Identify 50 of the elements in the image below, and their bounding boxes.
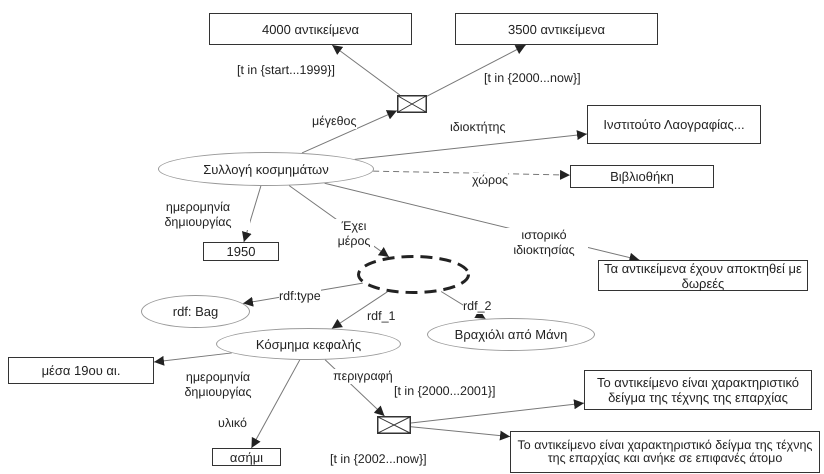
node-text: 4000 αντικείμενα [262, 22, 360, 36]
box-node [203, 242, 279, 261]
arrow [302, 110, 398, 154]
edge-label: [t in {2000...now}] [484, 71, 581, 86]
crossed-box [397, 95, 427, 113]
box-node [587, 105, 761, 144]
node-text: Συλλογή κοσμημάτων [203, 162, 329, 176]
edge-label: rdf:type [279, 289, 321, 304]
node-text: Τα αντικείμενα έχουν αποκτηθεί με δωρεές [603, 260, 803, 290]
box-node [212, 448, 281, 466]
box-node [510, 431, 820, 473]
arrow [410, 399, 584, 424]
edge-label: Έχει μέρος [334, 219, 374, 249]
arrow [242, 185, 262, 242]
box-node [584, 370, 812, 410]
arrow [332, 44, 400, 96]
arrow [372, 170, 570, 180]
edge-label: [t in {start...1999}] [237, 63, 335, 78]
edge-label: [t in {2000...2001}] [394, 384, 496, 399]
node-text: Το αντικείμενο είναι χαρακτηριστικό δείγμα της τέχνης της επαρχίας και ανήκε σε επιφανές άτομο [516, 439, 814, 465]
ellipse-node [141, 295, 250, 328]
arrow [250, 359, 300, 448]
node-text: Το αντικείμενο είναι χαρακτηριστικό δείγμα της τέχνης της επαρχίας [596, 375, 800, 405]
node-text: rdf: Bag [172, 304, 218, 319]
box-node [8, 357, 154, 384]
node-text: Ινστιτούτο Λαογραφίας... [603, 117, 745, 132]
node-text: ασήμι [230, 450, 264, 464]
box-node [455, 13, 658, 45]
node-text: μέσα 19ου αι. [42, 363, 120, 378]
node-text: Βραχιόλι από Μάνη [454, 327, 568, 342]
edge-label: rdf_1 [367, 309, 396, 324]
dashed-ellipse [357, 255, 470, 294]
edge-label: rdf_2 [463, 299, 492, 314]
node-text: 3500 αντικείμενα [508, 22, 606, 36]
box-node [209, 13, 412, 45]
edge-label: [t in {2002...now}] [330, 452, 427, 467]
box-node [570, 165, 714, 188]
node-text: Κόσμημα κεφαλής [256, 336, 362, 352]
edge-label: περιγραφή [333, 369, 393, 384]
edge-label: ιδιοκτήτης [450, 120, 506, 135]
node-text: 1950 [226, 244, 256, 259]
arrow [354, 130, 588, 160]
arrow [331, 291, 388, 330]
arrow [154, 352, 232, 366]
arrow [426, 44, 526, 97]
edge-label: χώρος [472, 173, 508, 188]
node-text: Βιβλιοθήκη [610, 169, 674, 184]
arrow [410, 426, 510, 441]
edge-label: μέγεθος [312, 114, 357, 129]
crossed-box [377, 416, 411, 434]
